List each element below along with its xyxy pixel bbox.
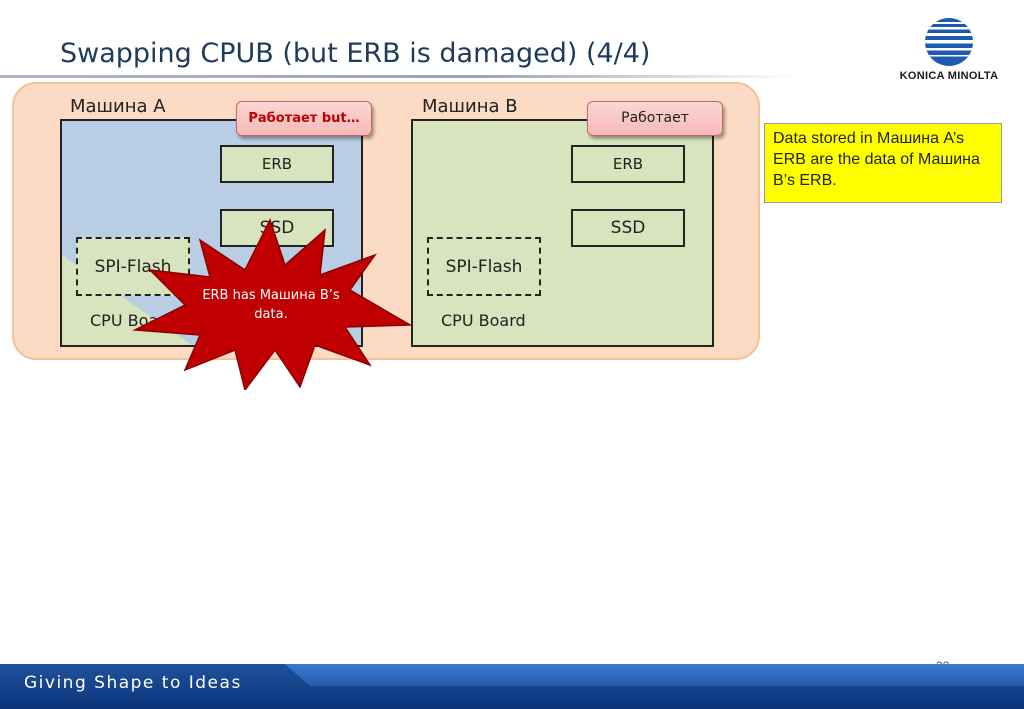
machine-b-status: Работает (587, 101, 723, 136)
machine-b-cpu-board-label: CPU Board (441, 311, 526, 330)
slide-title: Swapping CPUB (but ERB is damaged) (4/4) (60, 38, 651, 69)
info-note: Data stored in Машина A’s ERB are the da… (764, 123, 1002, 203)
footer-tagline: Giving Shape to Ideas (24, 673, 242, 693)
globe-logo-icon (925, 18, 973, 66)
machine-a-status: Работает but… (236, 101, 372, 136)
machine-b-ssd: SSD (571, 209, 685, 247)
title-divider (0, 75, 800, 78)
explosion-burst-icon (132, 218, 413, 390)
machine-b-spi-flash: SPI-Flash (427, 237, 541, 296)
company-logo: KONICA MINOLTA (890, 18, 1010, 88)
machine-a-spi-flash: SPI-Flash (76, 237, 190, 296)
logo-wordmark: KONICA MINOLTA (899, 70, 999, 82)
callout-text: ERB has Машина B’s data. (202, 288, 340, 322)
machine-a-label: Машина A (70, 96, 166, 117)
machine-b-label: Машина B (422, 96, 518, 117)
footer-band (0, 664, 1024, 709)
machine-a-erb: ERB (220, 145, 334, 183)
machine-b-erb: ERB (571, 145, 685, 183)
